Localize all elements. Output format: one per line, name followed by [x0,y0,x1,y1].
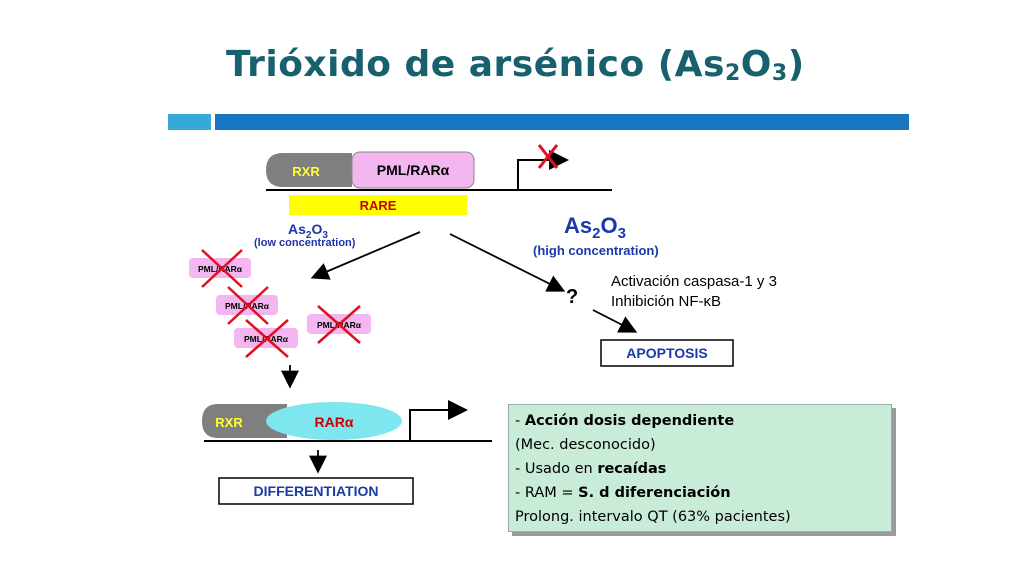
rar-label: RARα [315,414,354,430]
degraded-pml-rar-2: PML/RARα [216,286,278,325]
bottom-promoter-arrow [409,400,468,441]
low-concentration-label: (low concentration) [254,237,356,249]
top-gene-construct: RXR PML/RARα RARE [266,144,612,215]
blocked-transcription-cross [537,144,559,169]
note-line-2: (Mec. desconocido) [515,437,656,453]
arrow-to-high-effects [449,233,566,292]
title-sub-2: 2 [724,61,741,86]
low-formula: As2O3 [288,221,328,241]
effect-caspase: Activación caspasa-1 y 3 [611,273,777,290]
top-rxr-shape [266,153,352,187]
degraded-pml-rar-3: PML/RARα [307,305,371,344]
rare-box [289,195,467,215]
note-line-3: - Usado en recaídas [515,461,667,477]
title-main: Trióxido de arsénico (As [226,44,725,85]
page-title: Trióxido de arsénico (As2O3) [226,44,805,86]
note-line-5: Prolong. intervalo QT (63% pacientes) [515,509,791,525]
bottom-rxr-label: RXR [215,415,243,430]
high-concentration-label: (high concentration) [533,243,659,258]
apoptosis-box [600,339,734,367]
differentiation-box [218,477,414,505]
degraded-pml-rar-4: PML/RARα [234,319,298,358]
apoptosis-label: APOPTOSIS [626,345,707,361]
rare-label: RARE [360,198,397,213]
title-sub-3: 3 [771,61,788,86]
top-pml-rar-label: PML/RARα [377,162,450,178]
top-rxr-label: RXR [292,164,320,179]
bottom-rxr-shape [202,404,287,438]
accent-bar-large [215,114,909,130]
title-end: ) [787,44,805,85]
effect-nfkb: Inhibición NF-κB [611,293,721,310]
differentiation-label: DIFFERENTIATION [254,483,379,499]
rar-ellipse [266,402,402,440]
bottom-gene-construct: RXR RARα [202,400,492,442]
clinical-notes-box: - Acción dosis dependiente (Mec. descono… [508,404,892,532]
arrow-to-degradation [310,231,421,280]
unknown-mechanism-question: ? [566,286,578,308]
high-formula: As2O3 [564,213,626,242]
top-pml-rar-box [351,151,475,189]
note-line-1: - Acción dosis dependiente [515,413,735,429]
accent-bar-small [168,114,211,130]
arrow-to-apoptosis [592,309,638,333]
note-line-4: - RAM = S. d diferenciación [515,485,731,501]
degraded-pml-rar-1: PML/RARα [189,249,251,288]
title-mid: O [740,44,772,85]
